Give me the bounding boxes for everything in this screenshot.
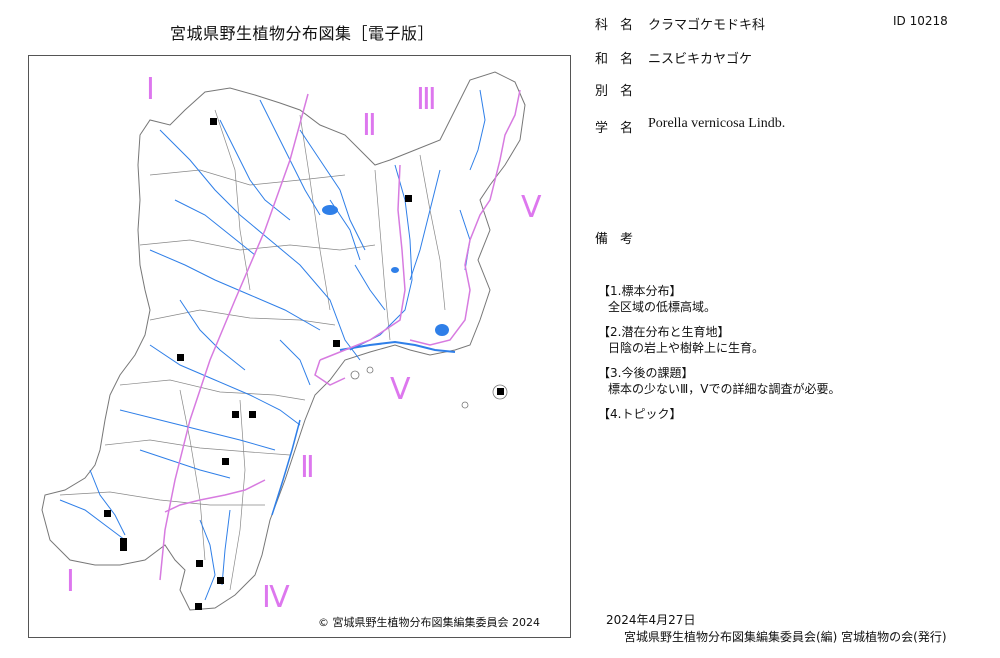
specimen-marker xyxy=(120,544,127,551)
region-label-5-east: Ⅴ xyxy=(521,191,542,224)
family-value: クラマゴケモドキ科 xyxy=(648,18,766,33)
specimen-marker xyxy=(196,560,203,567)
specimen-marker xyxy=(177,354,184,361)
map-frame xyxy=(28,55,571,638)
specimen-marker xyxy=(195,603,202,610)
specimen-marker xyxy=(210,118,217,125)
page-title: 宮城県野生植物分布図集［電子版］ xyxy=(170,24,435,43)
specimen-marker xyxy=(405,195,412,202)
specimen-marker xyxy=(104,510,111,517)
region-label-2-north: Ⅱ xyxy=(362,109,377,142)
specimen-marker xyxy=(497,388,504,395)
alias-label: 別名 xyxy=(595,84,646,99)
coastline xyxy=(339,340,456,353)
lakes xyxy=(322,205,449,336)
note-heading: 【4.トピック】 xyxy=(598,407,682,421)
region-boundaries xyxy=(159,89,521,581)
municipal-boundaries xyxy=(59,109,446,591)
prefecture-outline xyxy=(41,71,526,611)
scientific-name-value: Porella vernicosa Lindb. xyxy=(648,116,786,131)
region-label-4: Ⅳ xyxy=(262,581,290,614)
family-label: 科名 xyxy=(595,18,646,33)
note-heading: 【1.標本分布】 xyxy=(598,284,682,298)
region-label-2-south: Ⅱ xyxy=(300,451,315,484)
map-copyright: © 宮城県野生植物分布図集編集委員会 2024 xyxy=(318,616,540,629)
coastline-south xyxy=(271,419,301,516)
note-body: 全区域の低標高域。 xyxy=(608,300,717,314)
note-body: 標本の少ないⅢ，Ⅴでの詳細な調査が必要。 xyxy=(608,382,841,396)
japanese-name-value: ニスビキカヤゴケ xyxy=(648,52,753,67)
specimen-marker xyxy=(333,340,340,347)
record-id: ID 10218 xyxy=(893,14,948,28)
specimen-marker xyxy=(222,458,229,465)
region-label-1-north: Ⅰ xyxy=(146,73,155,106)
islands xyxy=(350,366,508,409)
note-heading: 【3.今後の課題】 xyxy=(598,366,694,380)
japanese-name-label: 和名 xyxy=(595,52,646,67)
note-body: 日陰の岩上や樹幹上に生育。 xyxy=(608,341,765,355)
specimen-marker xyxy=(249,411,256,418)
region-label-3: Ⅲ xyxy=(416,83,437,116)
scientific-name-label: 学名 xyxy=(595,121,646,136)
specimen-marker xyxy=(120,538,127,545)
notes-section: 【1.標本分布】 全区域の低標高域。 【2.潜在分布と生育地】 日陰の岩上や樹幹… xyxy=(598,283,840,422)
specimen-marker xyxy=(217,577,224,584)
publication-date: 2024年4月27日 xyxy=(606,613,696,627)
region-label-1-south: Ⅰ xyxy=(66,565,75,598)
specimen-marker xyxy=(232,411,239,418)
remarks-label: 備考 xyxy=(595,232,646,247)
note-heading: 【2.潜在分布と生育地】 xyxy=(598,325,730,339)
publisher-credit: 宮城県野生植物分布図集編集委員会(編) 宮城植物の会(発行) xyxy=(624,630,947,644)
region-label-5-south: Ⅴ xyxy=(390,373,411,406)
